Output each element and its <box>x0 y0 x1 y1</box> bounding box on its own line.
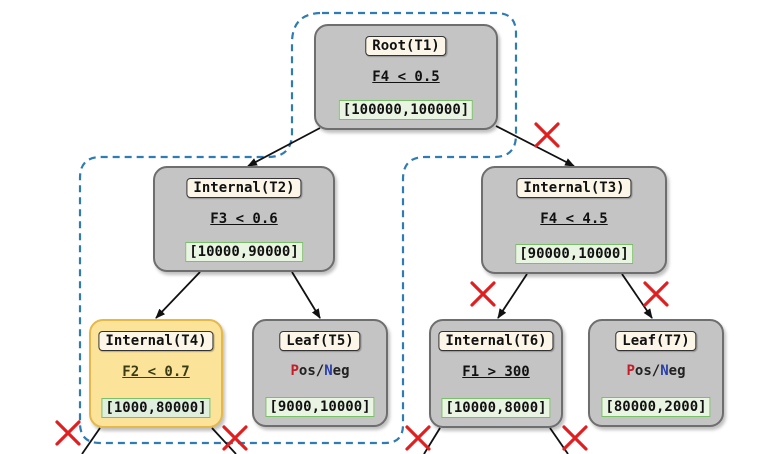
node-title: Internal(T2) <box>186 178 302 198</box>
class-counts: [9000,10000] <box>265 397 375 417</box>
cross-icon <box>405 425 431 451</box>
class-counts: [90000,10000] <box>515 244 633 264</box>
node-leaf-t5: Leaf(T5) Pos/Neg [9000,10000] <box>252 319 388 427</box>
node-root-t1: Root(T1) F4 < 0.5 [100000,100000] <box>314 24 498 130</box>
split-condition: F4 < 4.5 <box>540 211 608 227</box>
neg-rest: eg <box>668 363 686 379</box>
node-title: Root(T1) <box>365 36 447 56</box>
node-title: Leaf(T5) <box>279 331 361 351</box>
pos-initial: P <box>290 363 299 379</box>
leaf-class-label: Pos/Neg <box>254 363 386 379</box>
cross-icon <box>534 122 560 148</box>
cross-icon <box>562 425 588 451</box>
edge-t1-t2 <box>247 127 321 167</box>
node-internal-t6: Internal(T6) F1 > 300 [10000,8000] <box>429 319 563 428</box>
class-counts: [100000,100000] <box>338 100 474 120</box>
node-internal-t2: Internal(T2) F3 < 0.6 [10000,90000] <box>153 166 335 272</box>
pos-initial: P <box>626 363 635 379</box>
edge-t4-right <box>211 427 237 454</box>
neg-initial: N <box>660 363 669 379</box>
pos-rest: os/ <box>298 363 325 379</box>
leaf-class-label: Pos/Neg <box>590 363 722 379</box>
node-title: Internal(T3) <box>516 178 632 198</box>
class-counts: [80000,2000] <box>601 397 711 417</box>
node-title: Internal(T4) <box>98 331 214 351</box>
node-internal-t3: Internal(T3) F4 < 4.5 [90000,10000] <box>481 166 667 274</box>
node-title: Leaf(T7) <box>615 331 697 351</box>
node-internal-t4: Internal(T4) F2 < 0.7 [1000,80000] <box>89 319 223 428</box>
edge-t6-right <box>549 427 569 454</box>
edge-t3-t7 <box>621 273 653 319</box>
edge-t2-t4 <box>155 271 201 319</box>
split-condition: F3 < 0.6 <box>210 211 278 227</box>
cross-icon <box>55 420 81 446</box>
neg-rest: eg <box>332 363 350 379</box>
split-condition: F1 > 300 <box>462 364 530 380</box>
cross-icon <box>222 425 248 451</box>
cross-icon <box>470 281 496 307</box>
edge-t2-t5 <box>291 271 321 319</box>
class-counts: [10000,90000] <box>185 242 303 262</box>
edge-t4-left <box>81 427 101 454</box>
class-counts: [1000,80000] <box>101 398 211 418</box>
pos-rest: os/ <box>634 363 661 379</box>
edge-t6-left <box>423 427 441 454</box>
dashed-region-outline <box>78 11 518 445</box>
edge-t3-t6 <box>497 273 528 319</box>
neg-initial: N <box>324 363 333 379</box>
node-leaf-t7: Leaf(T7) Pos/Neg [80000,2000] <box>588 319 724 427</box>
cross-icon <box>643 281 669 307</box>
split-condition: F4 < 0.5 <box>372 69 440 85</box>
split-condition: F2 < 0.7 <box>122 364 190 380</box>
class-counts: [10000,8000] <box>441 398 551 418</box>
node-title: Internal(T6) <box>438 331 554 351</box>
